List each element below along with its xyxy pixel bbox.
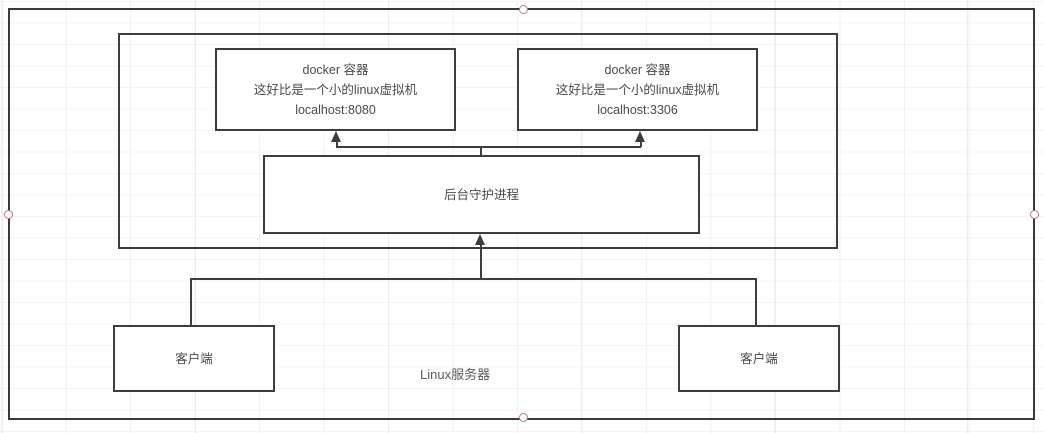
docker-container-title-2: docker 容器: [604, 62, 671, 77]
arrowhead-to-docker-2: [635, 131, 645, 142]
arrowhead-to-docker-1: [331, 131, 341, 142]
daemon-process-label: 后台守护进程: [443, 187, 519, 202]
arrowhead-to-daemon: [475, 234, 485, 245]
connector-branch-horizontal-top: [336, 146, 641, 148]
docker-container-title-1: docker 容器: [302, 62, 369, 77]
connector-client-left-vertical: [190, 278, 192, 326]
docker-container-address-2: localhost:3306: [597, 102, 678, 117]
docker-container-description-2: 这好比是一个小的linux虚拟机: [555, 82, 720, 97]
connector-clients-horizontal: [190, 278, 756, 280]
client-box-right[interactable]: 客户端: [678, 325, 840, 392]
resize-handle-middle-right[interactable]: [1030, 210, 1039, 219]
client-label-left: 客户端: [175, 351, 213, 366]
resize-handle-top-center[interactable]: [519, 5, 528, 14]
linux-server-boundary-box[interactable]: [118, 33, 838, 249]
connector-branch-right-vertical: [640, 141, 642, 147]
connector-branch-left-vertical: [336, 141, 338, 147]
resize-handle-bottom-center[interactable]: [519, 413, 528, 422]
daemon-process-box[interactable]: 后台守护进程: [263, 155, 700, 234]
docker-container-description-1: 这好比是一个小的linux虚拟机: [253, 82, 418, 97]
docker-container-box-1[interactable]: docker 容器 这好比是一个小的linux虚拟机 localhost:808…: [215, 48, 456, 131]
connector-daemon-to-branch: [480, 146, 482, 156]
client-label-right: 客户端: [740, 351, 778, 366]
client-box-left[interactable]: 客户端: [113, 325, 275, 392]
connector-client-right-vertical: [755, 278, 757, 326]
connector-clients-to-daemon-vertical: [480, 245, 482, 279]
linux-server-label: Linux服务器: [420, 367, 491, 382]
docker-container-box-2[interactable]: docker 容器 这好比是一个小的linux虚拟机 localhost:330…: [517, 48, 758, 131]
docker-container-address-1: localhost:8080: [295, 102, 376, 117]
resize-handle-middle-left[interactable]: [4, 210, 13, 219]
